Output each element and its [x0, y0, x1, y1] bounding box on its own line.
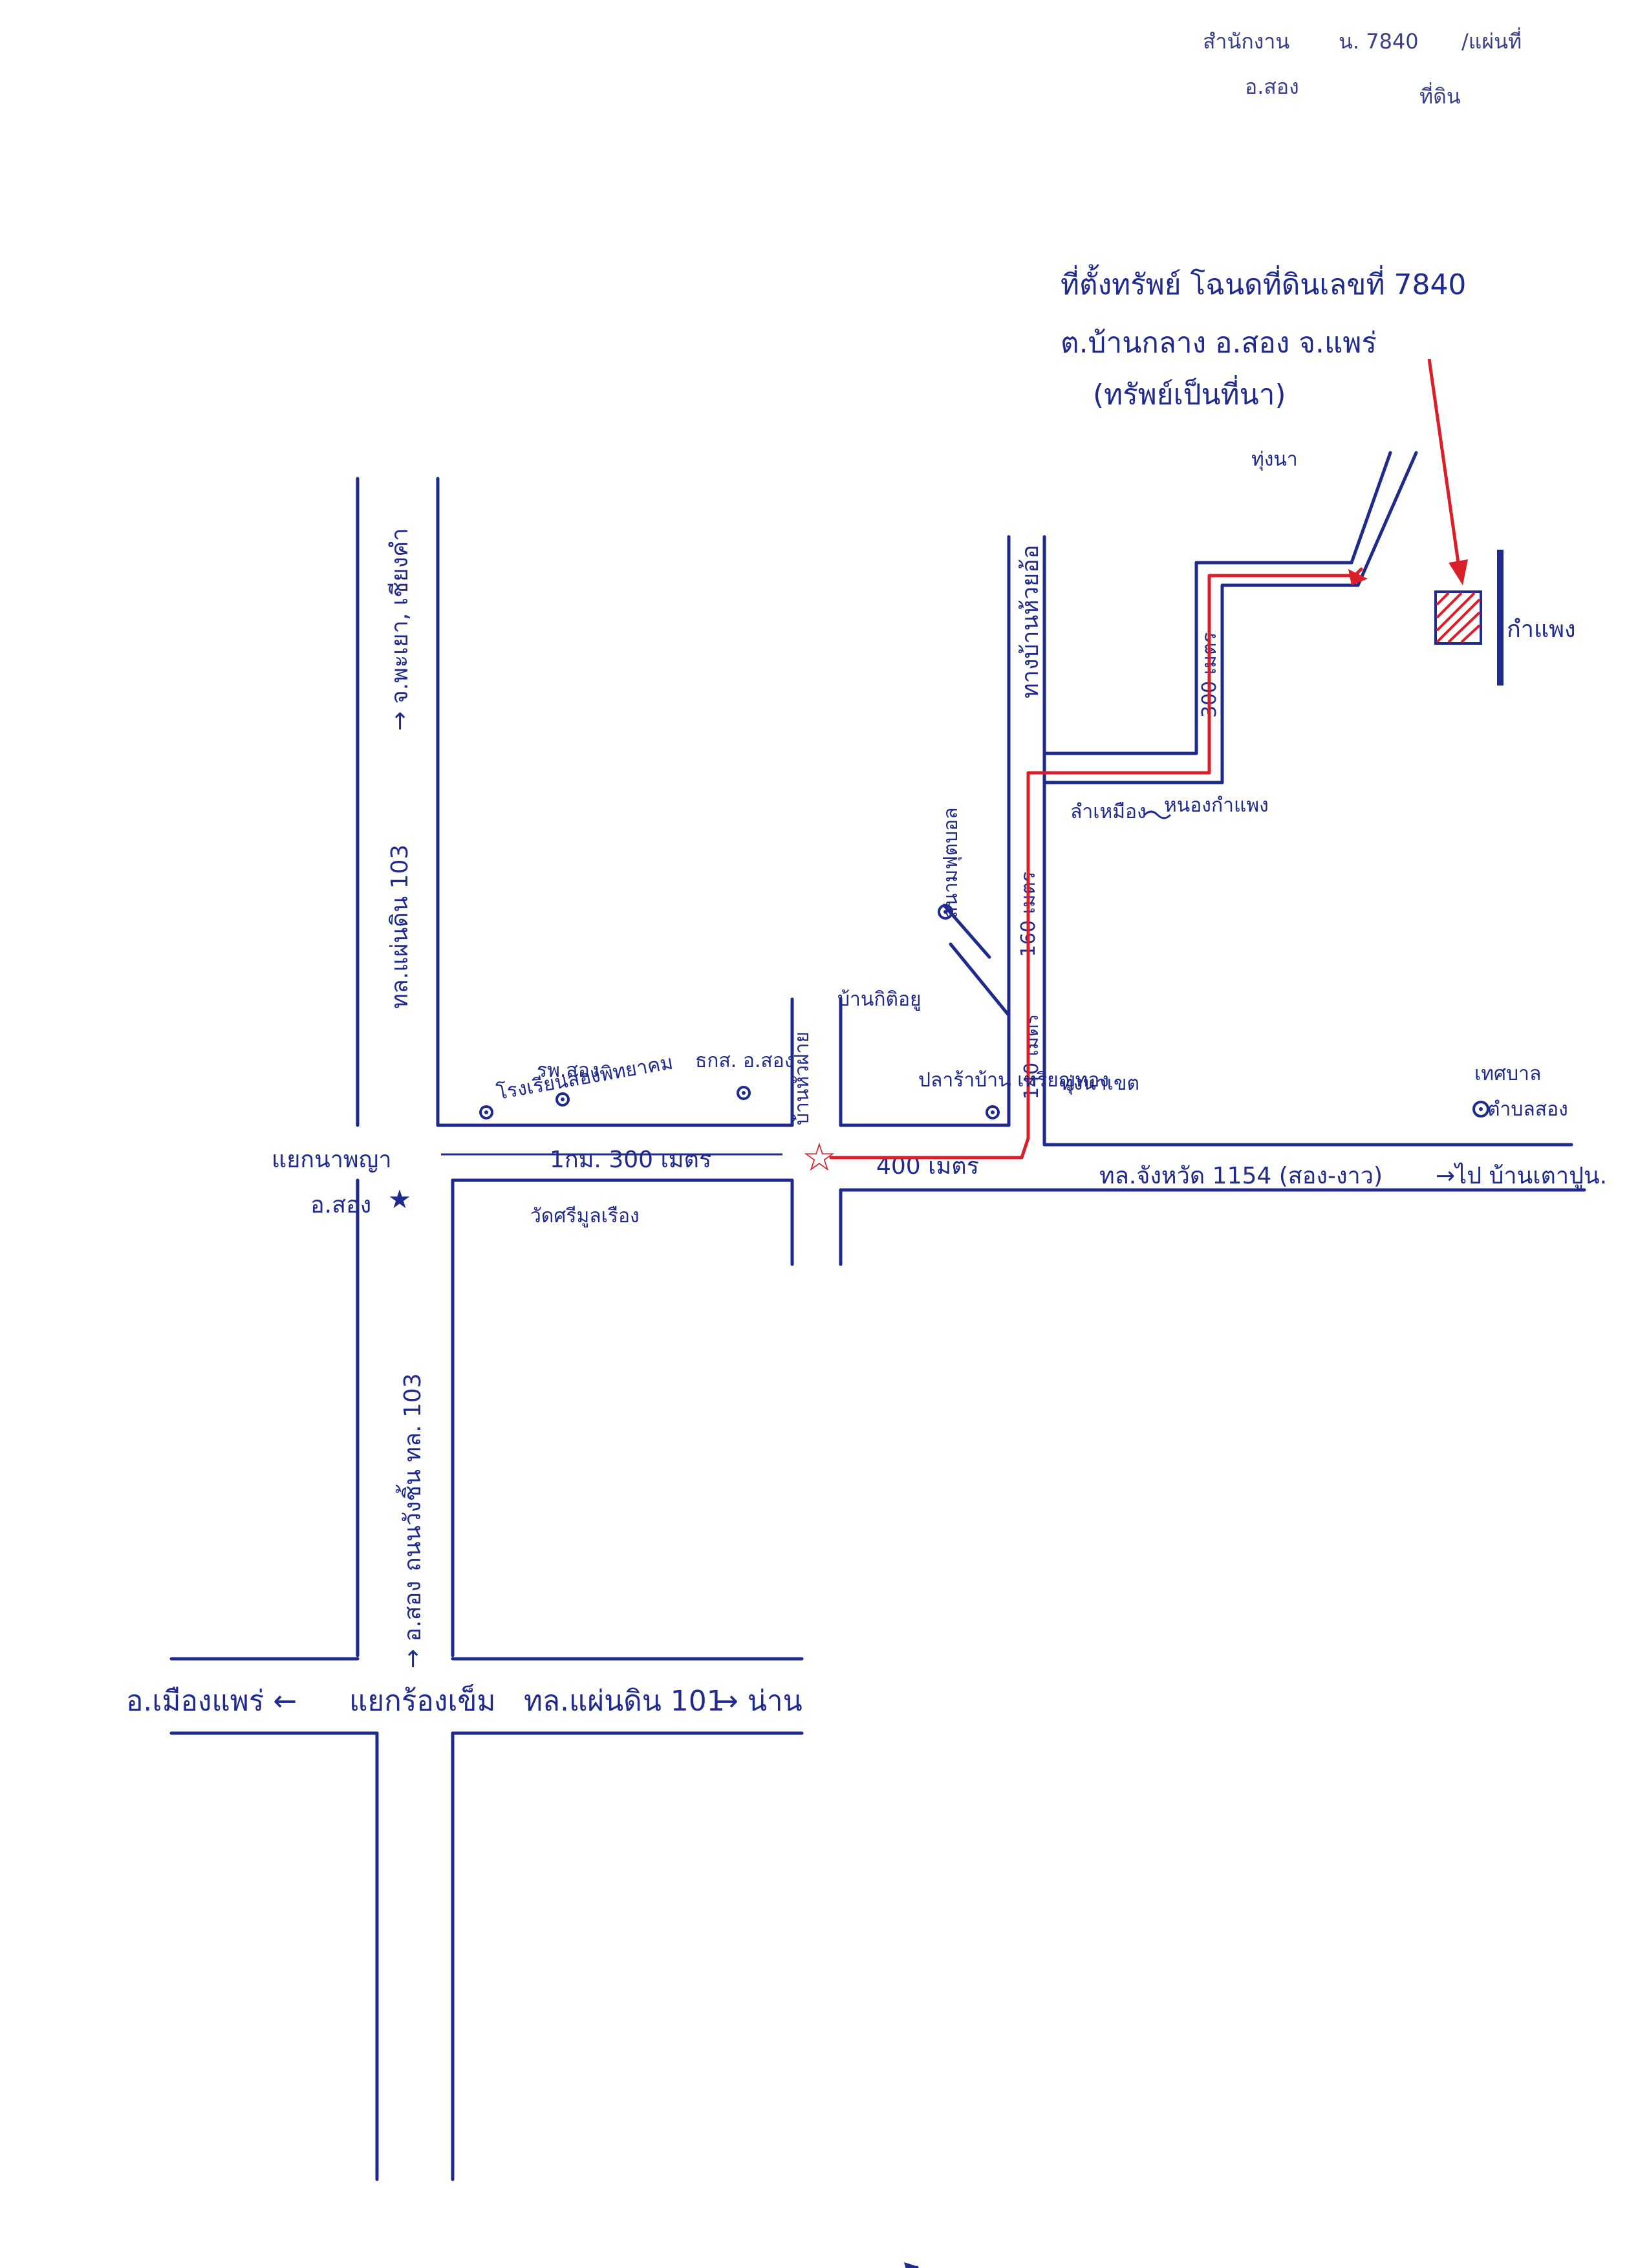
to-phayao-label: → จ.พะเยา, เชียงคำ	[387, 528, 413, 731]
header-province: ที่ดิน	[1419, 82, 1461, 109]
village-road-label: ทางบ้านห้วยอ้อ	[1017, 545, 1044, 698]
nam-phia-star-icon: ★	[388, 1185, 411, 1215]
route-arrowhead	[1348, 569, 1368, 585]
canal-wave-icon	[1143, 810, 1172, 819]
nam-phia-sub-label: อ.สอง	[310, 1192, 371, 1218]
hwy103-south-label: ถนนวังชิ้น ทล. 103	[395, 1373, 426, 1571]
rong-khem-junction-label: แยกร้องเข็ม	[349, 1684, 495, 1718]
property-plot	[1434, 590, 1482, 645]
to-song-label: → อ.สอง	[400, 1581, 426, 1669]
irrigation-label: ลำเหมือง	[1070, 801, 1147, 823]
subdistrict-office-marker-icon	[1472, 1101, 1489, 1118]
property-title-line3: (ทรัพย์เป็นที่นา)	[1093, 374, 1286, 411]
hospital-marker-icon	[555, 1092, 570, 1107]
rice-field-label: ทุ่งนาเขต	[1061, 1072, 1139, 1096]
sports-field-label: สนามฟุตบอล	[940, 807, 963, 918]
to-ban-tao-pun-label: →ไป บ้านเตาปูน.	[1436, 1162, 1607, 1190]
header-office: สำนักงาน	[1203, 29, 1289, 54]
bank-label: ธกส. อ.สอง	[695, 1050, 793, 1072]
sports-field-marker-icon	[938, 904, 953, 920]
nam-phia-junction-label: แยกนาพญา	[272, 1147, 392, 1173]
boundary-wall-label: กำแพง	[1507, 616, 1576, 643]
property-plot-hatch	[1436, 592, 1481, 643]
to-nan-label: → น่าน	[715, 1685, 803, 1718]
header-district: อ.สอง	[1245, 74, 1299, 99]
north-arrow-icon	[904, 2262, 919, 2268]
hospital-label: รพ.สอง	[537, 1059, 599, 1082]
highway-101	[169, 1657, 804, 1735]
property-pointer-arrow	[1427, 358, 1460, 563]
property-title-line1: ที่ตั้งทรัพย์ โฉนดที่ดินเลขที่ 7840	[1061, 264, 1466, 301]
fish-shop-marker-icon	[986, 1105, 1000, 1119]
subdistrict-office-label: เทศบาล	[1474, 1063, 1541, 1085]
fish-shop-label: ปลาร้าบ้าน เหรียญทอง	[918, 1069, 1109, 1092]
road-1154-label: ทล.จังหวัด 1154 (สอง-งาว)	[1099, 1163, 1383, 1189]
to-mueang-phrae-label: อ.เมืองแพร่ ←	[126, 1685, 297, 1718]
village-shop-label: บ้านกิติอยู	[837, 988, 921, 1011]
hwy103-north-label: ทล.แผ่นดิน 103	[387, 845, 413, 1009]
ban-hua-fai-label: บ้านหัวฝาย	[791, 1031, 814, 1125]
property-title-line2: ต.บ้านกลาง อ.สอง จ.แพร่	[1061, 327, 1377, 360]
distance-3-140m: 140 เมตร	[1020, 1014, 1043, 1099]
irrigation2-label: หนองกำแพง	[1164, 794, 1269, 817]
village-road	[942, 451, 1418, 1147]
road-1154	[436, 997, 1586, 1266]
hwy101-label: ทล.แผ่นดิน 101	[524, 1685, 725, 1718]
field-path-label: ทุ่งนา	[1251, 448, 1298, 471]
route-to-property	[829, 567, 1363, 1160]
highway-103	[356, 477, 455, 2181]
temple-label: วัดศรีมูลเรือง	[530, 1205, 640, 1227]
property-pointer-arrowhead	[1449, 559, 1468, 585]
header-page-info: /แผ่นที่	[1461, 27, 1522, 54]
distance-1-3km: 1กม. 300 เมตร	[550, 1147, 711, 1173]
subdistrict-office2-label: ตำบลสอง	[1487, 1098, 1568, 1121]
school-marker-icon	[479, 1105, 493, 1119]
bank-marker-icon	[737, 1086, 751, 1100]
header-doc-no: น. 7840	[1339, 29, 1419, 54]
